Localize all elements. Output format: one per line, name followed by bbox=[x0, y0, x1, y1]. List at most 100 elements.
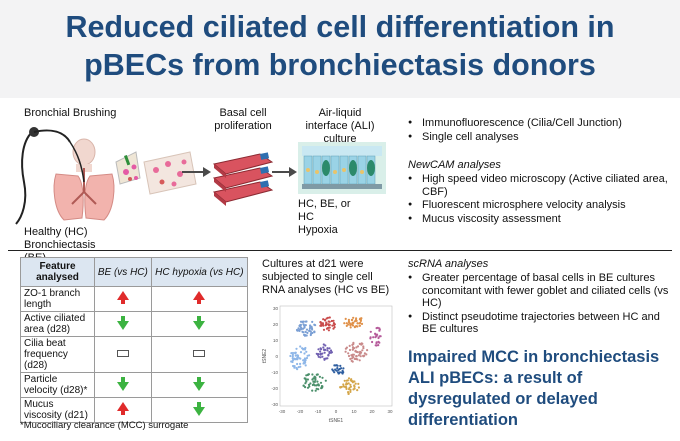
scatter-point bbox=[324, 323, 328, 326]
increase-arrow-icon bbox=[116, 402, 129, 415]
scatter-point bbox=[349, 326, 352, 329]
scatter-point bbox=[352, 341, 355, 344]
scatter-point bbox=[305, 334, 308, 337]
scatter-point bbox=[356, 389, 359, 392]
scatter-point bbox=[361, 342, 364, 345]
row-label: Particle velocity (d28)* bbox=[20, 372, 95, 398]
scatter-point bbox=[348, 344, 351, 347]
scatter-point bbox=[337, 368, 340, 371]
scatter-point bbox=[309, 330, 312, 333]
scatter-point bbox=[353, 385, 356, 388]
scatter-point bbox=[312, 377, 315, 380]
cond-line3: Hypoxia bbox=[298, 224, 338, 236]
scatter-point bbox=[369, 330, 372, 333]
scatter-point bbox=[350, 359, 353, 362]
scatter-point bbox=[347, 323, 350, 326]
scatter-point bbox=[320, 387, 323, 390]
scatter-point bbox=[291, 355, 294, 358]
scatter-point bbox=[319, 321, 322, 324]
scatter-point bbox=[295, 328, 299, 332]
y-tick-label: 10 bbox=[273, 338, 279, 343]
scatter-point bbox=[359, 355, 362, 358]
scatter-point bbox=[317, 388, 320, 391]
x-tick-label: -10 bbox=[315, 409, 322, 414]
y-tick-label: 30 bbox=[273, 306, 279, 311]
scatter-point bbox=[330, 351, 333, 354]
scatter-point bbox=[336, 364, 339, 367]
table-row: ZO-1 branch length bbox=[20, 286, 249, 312]
arrow-1-line bbox=[182, 171, 204, 173]
analysis-item: Immunofluorescence (Cilia/Cell Junction) bbox=[400, 117, 678, 130]
y-tick-label: 20 bbox=[273, 322, 279, 327]
scatter-point bbox=[299, 365, 302, 368]
scatter-point bbox=[308, 354, 311, 357]
scatter-point bbox=[338, 371, 342, 374]
x-axis-label: tSNE1 bbox=[329, 418, 344, 424]
hypoxia-cell bbox=[150, 397, 249, 423]
scatter-point bbox=[354, 382, 357, 385]
ali-culture-illustration bbox=[298, 142, 386, 194]
row-label: Active ciliated area (d28) bbox=[20, 311, 95, 337]
scatter-point bbox=[307, 383, 311, 386]
scatter-point bbox=[299, 351, 303, 354]
scatter-point bbox=[340, 367, 343, 370]
scatter-point bbox=[324, 319, 327, 322]
step-basal-proliferation: Basal cell proliferation bbox=[200, 107, 286, 133]
hypoxia-cell bbox=[150, 336, 249, 373]
scatter-point bbox=[352, 316, 355, 319]
scatter-point bbox=[347, 391, 350, 394]
scatter-point bbox=[322, 324, 325, 327]
be-cell bbox=[94, 311, 152, 337]
scatter-point bbox=[326, 347, 329, 350]
hypoxia-cell bbox=[150, 286, 249, 312]
scatter-point bbox=[328, 347, 331, 350]
scatter-point bbox=[313, 384, 317, 387]
scatter-point bbox=[347, 377, 351, 380]
step3-line2: interface (ALI) bbox=[305, 120, 375, 132]
title-line-2: pBECs from bronchiectasis donors bbox=[84, 48, 596, 82]
scatter-point bbox=[350, 357, 354, 360]
scatter-point bbox=[351, 323, 354, 326]
scatter-point bbox=[290, 352, 293, 355]
scatter-point bbox=[357, 386, 360, 389]
scatter-point bbox=[307, 373, 310, 376]
col-header-feature: Feature analysed bbox=[20, 257, 95, 287]
scatter-point bbox=[305, 380, 308, 383]
scatter-point bbox=[291, 359, 295, 362]
scatter-point bbox=[314, 389, 317, 392]
scatter-point bbox=[291, 351, 295, 355]
scatter-point bbox=[304, 361, 307, 364]
scatter-point bbox=[310, 327, 314, 330]
col-header-be: BE (vs HC) bbox=[94, 257, 152, 287]
scatter-point bbox=[321, 322, 324, 325]
no-change-icon bbox=[193, 350, 206, 357]
y-tick-label: -10 bbox=[271, 370, 278, 375]
scatter-point bbox=[365, 353, 368, 356]
conclusion-line3: dysregulated or delayed bbox=[408, 390, 598, 408]
scatter-point bbox=[291, 360, 294, 364]
scatter-point bbox=[315, 373, 318, 376]
scatter-point bbox=[375, 333, 379, 336]
scatter-point bbox=[332, 319, 335, 322]
newcam-item: Fluorescent microsphere velocity analysi… bbox=[400, 199, 676, 212]
scatter-point bbox=[348, 348, 352, 352]
scatter-point bbox=[347, 354, 351, 358]
scatter-point bbox=[321, 355, 324, 358]
scatter-point bbox=[345, 324, 348, 327]
scatter-point bbox=[304, 320, 307, 323]
scatter-point bbox=[304, 324, 307, 327]
scatter-point bbox=[317, 348, 320, 351]
scatter-point bbox=[302, 359, 305, 362]
scatter-point bbox=[349, 388, 352, 392]
scatter-point bbox=[356, 345, 360, 348]
scatter-point bbox=[299, 357, 302, 360]
scatter-point bbox=[349, 383, 352, 386]
scatter-point bbox=[321, 376, 324, 379]
scatter-point bbox=[329, 349, 333, 352]
arrow-1-head bbox=[203, 167, 211, 177]
scatter-point bbox=[303, 357, 306, 360]
scatter-point bbox=[303, 326, 306, 329]
scatter-point bbox=[332, 369, 335, 372]
scatter-point bbox=[353, 387, 356, 390]
scatter-point bbox=[326, 327, 329, 330]
